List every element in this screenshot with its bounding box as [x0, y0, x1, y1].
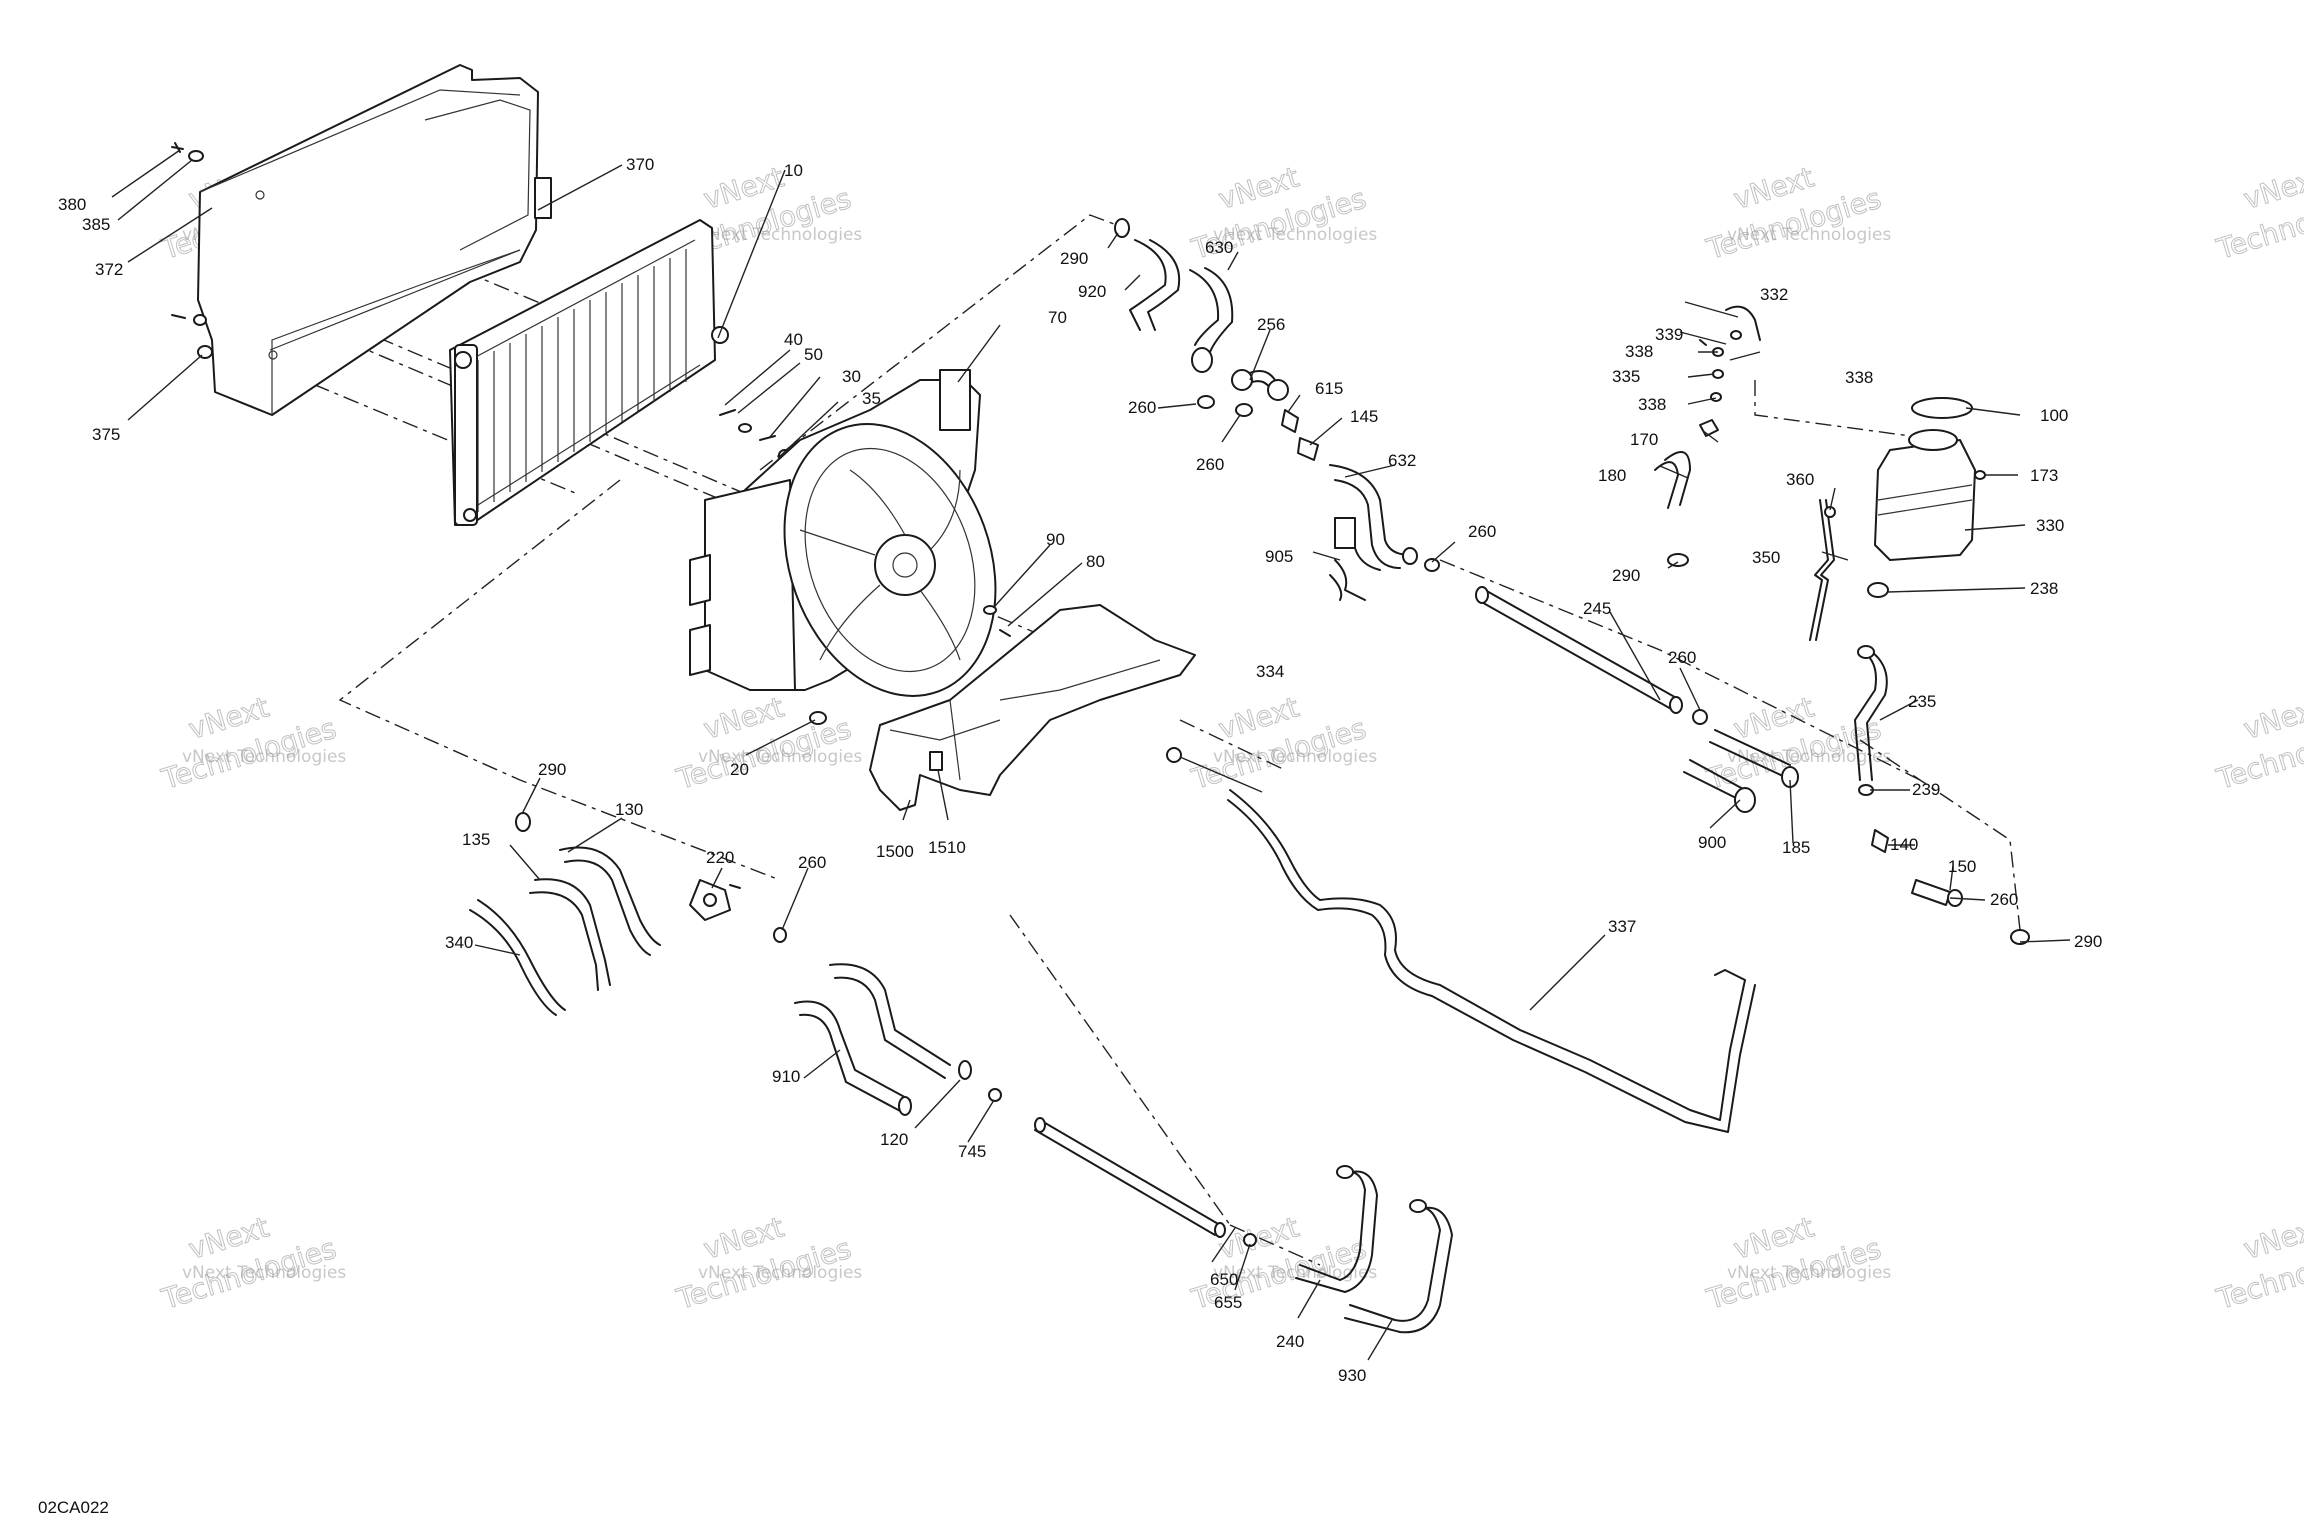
callout-290: 290 — [538, 760, 566, 779]
callout-185: 185 — [1782, 838, 1810, 857]
callout-630: 630 — [1205, 238, 1233, 257]
upper-hoses — [1114, 218, 1440, 601]
callout-256: 256 — [1257, 315, 1285, 334]
heater-tube-337 — [1166, 747, 1756, 1133]
callout-380: 380 — [58, 195, 86, 214]
callout-260: 260 — [1128, 398, 1156, 417]
callout-920: 920 — [1078, 282, 1106, 301]
watermark-line: vNext Technologies — [1213, 747, 1377, 767]
callout-375: 375 — [92, 425, 120, 444]
callout-239: 239 — [1912, 780, 1940, 799]
callout-338: 338 — [1845, 368, 1873, 387]
callout-145: 145 — [1350, 407, 1378, 426]
callout-260: 260 — [1668, 648, 1696, 667]
callout-290: 290 — [1612, 566, 1640, 585]
callout-360: 360 — [1786, 470, 1814, 489]
callout-339: 339 — [1655, 325, 1683, 344]
callout-910: 910 — [772, 1067, 800, 1086]
lower-left-hoses — [469, 812, 787, 1016]
callout-260: 260 — [1990, 890, 2018, 909]
watermark-big-top: vNext — [2240, 160, 2304, 215]
callout-180: 180 — [1598, 466, 1626, 485]
callout-905: 905 — [1265, 547, 1293, 566]
watermark-line: vNext Technologies — [182, 747, 346, 767]
watermark-line: vNext Technologies — [698, 747, 862, 767]
callout-40: 40 — [784, 330, 803, 349]
callout-334: 334 — [1256, 662, 1284, 681]
diagram-reference-code: 02CA022 — [38, 1498, 109, 1517]
watermark-line: vNext Technologies — [698, 225, 862, 245]
leader-lines — [111, 149, 2071, 1361]
callout-332: 332 — [1760, 285, 1788, 304]
callout-30: 30 — [842, 367, 861, 386]
callout-338: 338 — [1638, 395, 1666, 414]
callout-615: 615 — [1315, 379, 1343, 398]
callout-1500: 1500 — [876, 842, 914, 861]
callout-labels: 380 385 372 375 370 10 70 40 50 30 35 90… — [58, 155, 2102, 1385]
callout-80: 80 — [1086, 552, 1105, 571]
callout-930: 930 — [1338, 1366, 1366, 1385]
watermark-line: vNext Technologies — [1727, 225, 1891, 245]
watermark-line: vNext Technologies — [1727, 747, 1891, 767]
callout-290: 290 — [1060, 249, 1088, 268]
fan-assembly — [689, 369, 997, 697]
overflow-tank — [1654, 305, 1986, 641]
callout-385: 385 — [82, 215, 110, 234]
watermark-line: vNext Technologies — [1213, 225, 1377, 245]
callout-120: 120 — [880, 1130, 908, 1149]
callout-238: 238 — [2030, 579, 2058, 598]
callout-350: 350 — [1752, 548, 1780, 567]
callout-135: 135 — [462, 830, 490, 849]
callout-220: 220 — [706, 848, 734, 867]
watermarks: vNext Technologies vNext Technologies vN… — [157, 160, 2304, 1317]
callout-338: 338 — [1625, 342, 1653, 361]
callout-290: 290 — [2074, 932, 2102, 951]
watermark-big-top: vNext — [2240, 690, 2304, 745]
callout-260: 260 — [798, 853, 826, 872]
deflector-bracket — [869, 604, 1196, 811]
callout-655: 655 — [1214, 1293, 1242, 1312]
callout-260: 260 — [1468, 522, 1496, 541]
coolant-pipe-245 — [1475, 586, 1708, 725]
callout-235: 235 — [1908, 692, 1936, 711]
callout-35: 35 — [862, 389, 881, 408]
callout-330: 330 — [2036, 516, 2064, 535]
callout-337: 337 — [1608, 917, 1636, 936]
callout-70: 70 — [1048, 308, 1067, 327]
callout-372: 372 — [95, 260, 123, 279]
radiator-support-panel — [197, 64, 552, 416]
watermark-big-top: vNext — [2240, 1210, 2304, 1265]
watermark-line: vNext Technologies — [182, 1263, 346, 1283]
radiator — [449, 219, 729, 526]
watermark-line: vNext Technologies — [698, 1263, 862, 1283]
callout-130: 130 — [615, 800, 643, 819]
right-hoses — [1683, 645, 2030, 945]
callout-632: 632 — [1388, 451, 1416, 470]
lower-hoses — [794, 963, 1453, 1334]
watermark-line: vNext Technologies — [1727, 1263, 1891, 1283]
callout-150: 150 — [1948, 857, 1976, 876]
callout-20: 20 — [730, 760, 749, 779]
callout-370: 370 — [626, 155, 654, 174]
callout-245: 245 — [1583, 599, 1611, 618]
callout-50: 50 — [804, 345, 823, 364]
callout-140: 140 — [1890, 835, 1918, 854]
callout-335: 335 — [1612, 367, 1640, 386]
callout-10: 10 — [784, 161, 803, 180]
callout-1510: 1510 — [928, 838, 966, 857]
callout-170: 170 — [1630, 430, 1658, 449]
fastener-40-50-30-35 — [719, 409, 792, 461]
callout-340: 340 — [445, 933, 473, 952]
callout-260: 260 — [1196, 455, 1224, 474]
callout-100: 100 — [2040, 406, 2068, 425]
callout-900: 900 — [1698, 833, 1726, 852]
callout-650: 650 — [1210, 1270, 1238, 1289]
callout-745: 745 — [958, 1142, 986, 1161]
callout-90: 90 — [1046, 530, 1065, 549]
callout-240: 240 — [1276, 1332, 1304, 1351]
callout-173: 173 — [2030, 466, 2058, 485]
